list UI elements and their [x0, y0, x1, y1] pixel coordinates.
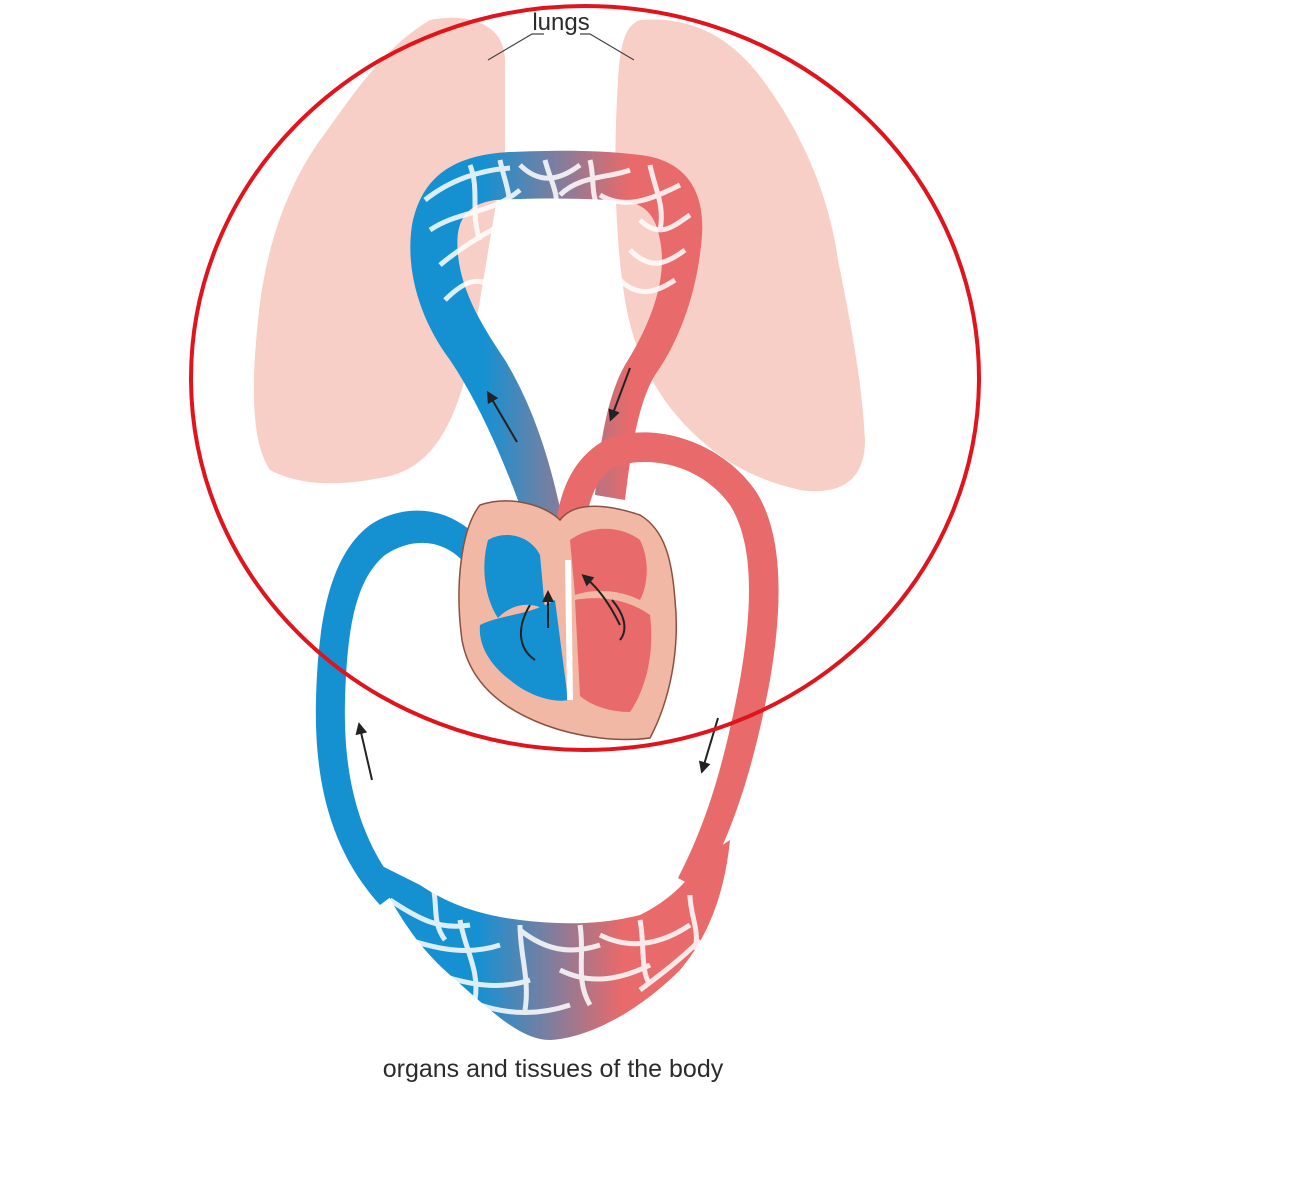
arrow-icon — [486, 390, 518, 443]
pulmonary-loop — [410, 150, 703, 580]
lungs-group — [253, 17, 865, 492]
arrow-icon — [355, 722, 373, 781]
curved-flow-line — [519, 604, 536, 661]
left-ventricle — [575, 598, 652, 712]
left-atrium — [570, 528, 647, 600]
heart — [458, 500, 678, 741]
left-lung — [253, 17, 505, 484]
arrow-icon — [581, 574, 621, 626]
flow-arrows — [355, 367, 719, 781]
organs-label: organs and tissues of the body — [383, 1055, 724, 1083]
right-atrium — [484, 535, 545, 618]
curved-flow-line — [611, 599, 626, 641]
highlight-circle — [189, 4, 981, 752]
aorta — [553, 432, 779, 890]
right-ventricle — [479, 600, 568, 701]
systemic-circuit — [370, 840, 730, 1040]
systemic-capillaries — [388, 878, 702, 1015]
pulmonary-capillaries — [423, 159, 692, 302]
systemic-vein — [315, 510, 470, 905]
septum — [565, 559, 573, 701]
pulmonary-circuit — [410, 150, 703, 580]
lungs-leader-lines — [487, 33, 635, 61]
arrow-icon — [608, 367, 631, 422]
arrow-icon — [698, 717, 719, 774]
right-lung — [615, 19, 865, 492]
lungs-label: lungs — [532, 9, 589, 36]
